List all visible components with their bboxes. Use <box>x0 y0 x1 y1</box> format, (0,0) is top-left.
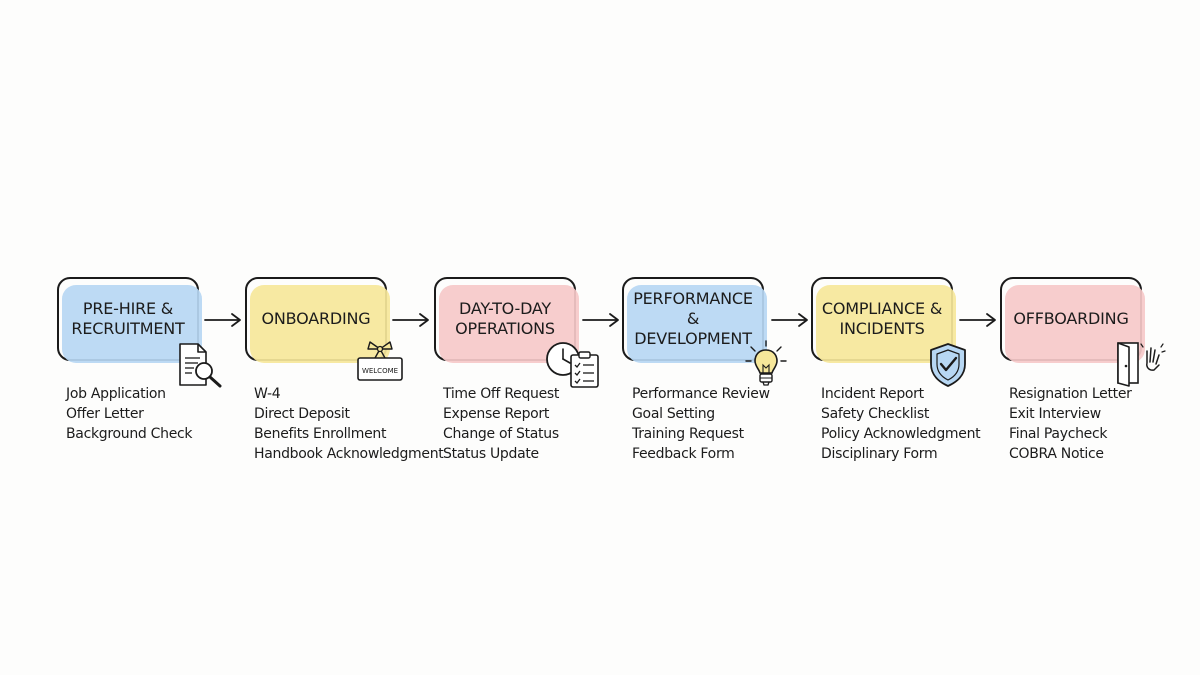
stage-documents-compliance: Incident Report Safety Checklist Policy … <box>821 384 981 464</box>
document-item: COBRA Notice <box>1009 446 1104 462</box>
stage-pre-hire: PRE-HIRE & RECRUITMENT <box>57 277 202 363</box>
document-item: Expense Report <box>443 406 550 422</box>
document-item: Time Off Request <box>443 386 560 402</box>
document-item: W-4 <box>254 386 281 402</box>
flow-arrow <box>204 313 241 327</box>
clock-clipboard-icon <box>546 342 599 388</box>
stage-title: PERFORMANCE & DEVELOPMENT <box>633 289 753 348</box>
welcome-sign-icon: WELCOME <box>357 341 403 381</box>
stage-title: PRE-HIRE & RECRUITMENT <box>71 299 185 338</box>
flow-arrow <box>582 313 619 327</box>
lightbulb-icon <box>745 340 787 386</box>
stage-title: DAY-TO-DAY OPERATIONS <box>455 299 555 338</box>
document-item: Performance Review <box>632 386 770 402</box>
stage-fill <box>62 285 202 363</box>
document-item: Final Paycheck <box>1009 426 1108 442</box>
document-search-icon <box>179 343 222 388</box>
welcome-sign-text: WELCOME <box>362 367 398 375</box>
document-item: Offer Letter <box>66 406 144 422</box>
document-item: Goal Setting <box>632 406 715 422</box>
document-item: Policy Acknowledgment <box>821 426 981 442</box>
stage-fill <box>627 285 767 363</box>
document-item: Handbook Acknowledgment <box>254 446 444 462</box>
document-item: Benefits Enrollment <box>254 426 387 442</box>
document-item: Training Request <box>632 426 744 442</box>
document-item: Status Update <box>443 446 539 462</box>
shield-check-icon <box>930 343 966 387</box>
stage-documents-day-to-day: Time Off Request Expense Report Change o… <box>443 384 559 464</box>
stage-title: OFFBOARDING <box>1013 309 1129 328</box>
document-item: Safety Checklist <box>821 406 930 422</box>
exit-door-icon <box>1117 342 1166 387</box>
document-item: Change of Status <box>443 426 559 442</box>
stage-title: ONBOARDING <box>261 309 371 328</box>
document-item: Direct Deposit <box>254 406 350 422</box>
flow-arrow <box>959 313 996 327</box>
document-item: Job Application <box>66 386 166 402</box>
stage-documents-onboarding: W-4 Direct Deposit Benefits Enrollment H… <box>254 384 444 464</box>
stage-fill <box>250 285 390 363</box>
document-item: Feedback Form <box>632 446 735 462</box>
document-item: Resignation Letter <box>1009 386 1132 402</box>
document-item: Background Check <box>66 426 193 442</box>
flow-arrow <box>771 313 808 327</box>
stage-documents-offboarding: Resignation Letter Exit Interview Final … <box>1009 384 1132 464</box>
stage-performance: PERFORMANCE & DEVELOPMENT <box>622 277 767 363</box>
flow-arrow <box>392 313 429 327</box>
stage-onboarding: ONBOARDING <box>245 277 390 363</box>
document-item: Incident Report <box>821 386 924 402</box>
document-item: Disciplinary Form <box>821 446 938 462</box>
stage-documents-performance: Performance Review Goal Setting Training… <box>632 384 770 464</box>
stage-title: COMPLIANCE & INCIDENTS <box>821 299 943 338</box>
document-item: Exit Interview <box>1009 406 1101 422</box>
stage-documents-pre-hire: Job Application Offer Letter Background … <box>66 384 193 444</box>
